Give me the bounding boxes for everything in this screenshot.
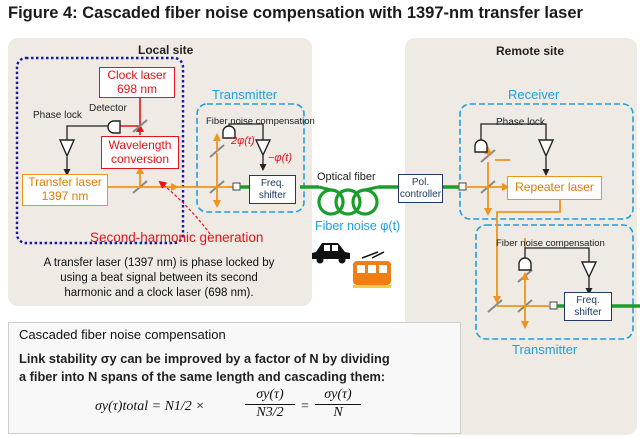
transfer-laser-box: Transfer laser 1397 nm bbox=[22, 174, 108, 206]
fiber-noise-label: Fiber noise φ(t) bbox=[315, 219, 401, 233]
phase-lock-label-local: Phase lock bbox=[33, 110, 82, 121]
formula-frac1-den: N3/2 bbox=[256, 405, 284, 420]
pol-controller-line1: Pol. bbox=[411, 177, 430, 188]
transmitter2-title: Transmitter bbox=[512, 342, 578, 357]
formula-lhs: σy(τ)total = N1/2 × bbox=[95, 399, 205, 414]
transfer-laser-wavelength: 1397 nm bbox=[41, 189, 89, 203]
freq-shifter-2-line2: shifter bbox=[574, 306, 602, 318]
pol-controller-line2: controller bbox=[399, 188, 442, 200]
transmitter1-fnc-label: Fiber noise compensation bbox=[206, 116, 315, 127]
local-note-line2: using a beat signal between its second bbox=[60, 271, 258, 284]
formula-frac1: σy(τ) N3/2 bbox=[245, 387, 295, 421]
detector-label: Detector bbox=[89, 103, 127, 114]
fiber-coil-icon bbox=[317, 188, 379, 216]
shg-label: Second-harmonic generation bbox=[90, 230, 264, 245]
formula-frac2-num: σy(τ) bbox=[315, 387, 361, 405]
repeater-laser-box: Repeater laser bbox=[507, 176, 602, 200]
formula-heading: Cascaded fiber noise compensation bbox=[19, 327, 226, 342]
formula-box: Cascaded fiber noise compensation Link s… bbox=[8, 322, 461, 434]
clock-laser-label: Clock laser bbox=[107, 67, 167, 82]
receiver-frame bbox=[459, 103, 634, 220]
transmitter1-title: Transmitter bbox=[212, 87, 278, 102]
detector-icon bbox=[107, 120, 532, 271]
freq-shifter-2: Freq. shifter bbox=[564, 292, 612, 321]
remote-site-title: Remote site bbox=[496, 44, 565, 58]
local-note: A transfer laser (1397 nm) is phase lock… bbox=[14, 256, 304, 301]
local-site-title: Local site bbox=[138, 43, 194, 57]
formula-line1: Link stability σy can be improved by a f… bbox=[19, 351, 390, 366]
transmitter1-frame bbox=[196, 103, 305, 213]
formula-frac2-den: N bbox=[333, 405, 343, 420]
car-icon bbox=[312, 243, 350, 264]
two-phi-label: 2φ(t) bbox=[231, 135, 255, 147]
figure-title: Figure 4: Cascaded fiber noise compensat… bbox=[8, 4, 583, 22]
clock-laser-box: Clock laser 698 nm bbox=[99, 67, 175, 98]
receiver-title: Receiver bbox=[508, 87, 560, 102]
freq-shifter-1: Freq. shifter bbox=[249, 175, 296, 204]
minus-phi-label: −φ(t) bbox=[268, 152, 292, 164]
repeater-laser-label: Repeater laser bbox=[515, 180, 594, 195]
pol-controller-box: Pol. controller bbox=[398, 174, 443, 203]
wavelength-conversion-box: Wavelength conversion bbox=[101, 136, 179, 169]
formula-frac1-num: σy(τ) bbox=[245, 387, 295, 405]
phase-lock-label-remote: Phase lock bbox=[496, 117, 545, 128]
transfer-laser-label: Transfer laser bbox=[28, 175, 102, 190]
optical-fiber-label: Optical fiber bbox=[317, 171, 376, 183]
transmitter2-fnc-label: Fiber noise compensation bbox=[496, 238, 605, 249]
freq-shifter-1-line1: Freq. bbox=[260, 178, 285, 189]
formula-line2: a fiber into N spans of the same length … bbox=[19, 369, 386, 384]
local-dotted-frame bbox=[15, 56, 185, 245]
freq-shifter-2-line1: Freq. bbox=[576, 295, 600, 306]
freq-shifter-1-line2: shifter bbox=[258, 189, 287, 201]
wavelength-conversion-line2: conversion bbox=[110, 151, 170, 166]
amplifier-icon bbox=[58, 139, 598, 279]
clock-laser-wavelength: 698 nm bbox=[116, 81, 158, 96]
formula-frac2: σy(τ) N bbox=[315, 387, 361, 421]
transmitter2-frame bbox=[475, 224, 634, 340]
local-note-line3: harmonic and a clock laser (698 nm). bbox=[64, 286, 254, 299]
local-note-line1: A transfer laser (1397 nm) is phase lock… bbox=[43, 257, 275, 269]
train-icon bbox=[353, 251, 391, 288]
formula-equals: = bbox=[301, 399, 309, 414]
wavelength-conversion-line1: Wavelength bbox=[108, 137, 172, 152]
